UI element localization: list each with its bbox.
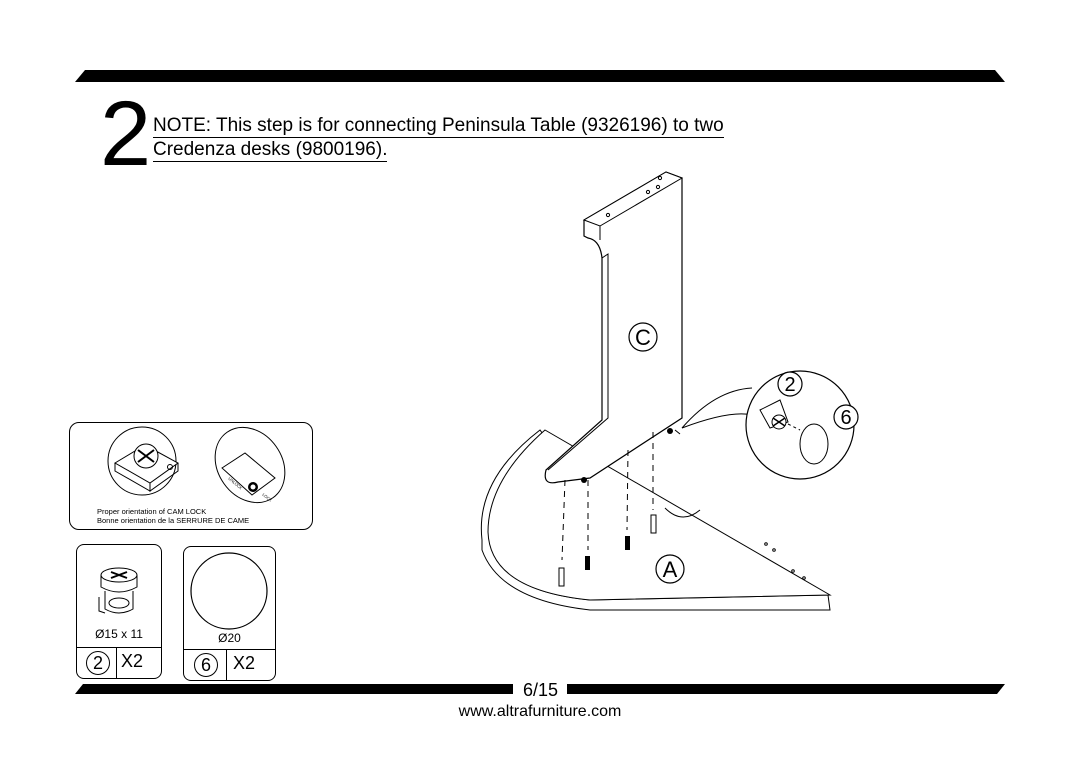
callout-part-2-label: 2 (784, 374, 795, 396)
part-2-number: 2 (86, 651, 110, 675)
cap-part-icon (190, 552, 268, 630)
step-note: NOTE: This step is for connecting Penins… (153, 114, 724, 162)
cam-lock-orientation-box: UNLOCK LOCK Proper orientation of CAM LO… (69, 422, 313, 530)
lock-text: LOCK (261, 492, 273, 503)
part-6-qty: X2 (233, 653, 256, 673)
cam-lock-illustration: UNLOCK LOCK (107, 426, 286, 504)
cam-lock-caption-fr: Bonne orientation de la SERRURE DE CAME (97, 516, 250, 525)
note-line-2: Credenza desks (9800196). (153, 139, 388, 162)
part-6-dimension: Ø20 (218, 631, 241, 645)
part-2-qty: X2 (121, 651, 144, 671)
panel-c-label: C (635, 325, 651, 350)
page-number: 6/15 (523, 680, 559, 700)
website-url: www.altrafurniture.com (458, 703, 622, 720)
bottom-rule-right (567, 684, 1005, 694)
note-line-1: NOTE: This step is for connecting Penins… (153, 115, 724, 138)
bottom-rule-left (75, 684, 513, 694)
cam-lock-part-icon (98, 567, 138, 614)
callout-part-6-label: 6 (840, 407, 851, 429)
part-2-dimension: Ø15 x 11 (95, 627, 143, 641)
assembly-diagram: C A 2 6 (480, 171, 859, 611)
part-box-cam-lock: Ø15 x 11 2 X2 (76, 544, 162, 679)
part-box-cap: Ø20 6 X2 (183, 546, 276, 681)
step-number: 2 (100, 83, 152, 185)
cam-lock-caption-en: Proper orientation of CAM LOCK (97, 507, 207, 516)
part-6-number: 6 (194, 653, 218, 677)
top-rule (75, 70, 1005, 82)
top-a-label: A (663, 557, 678, 582)
